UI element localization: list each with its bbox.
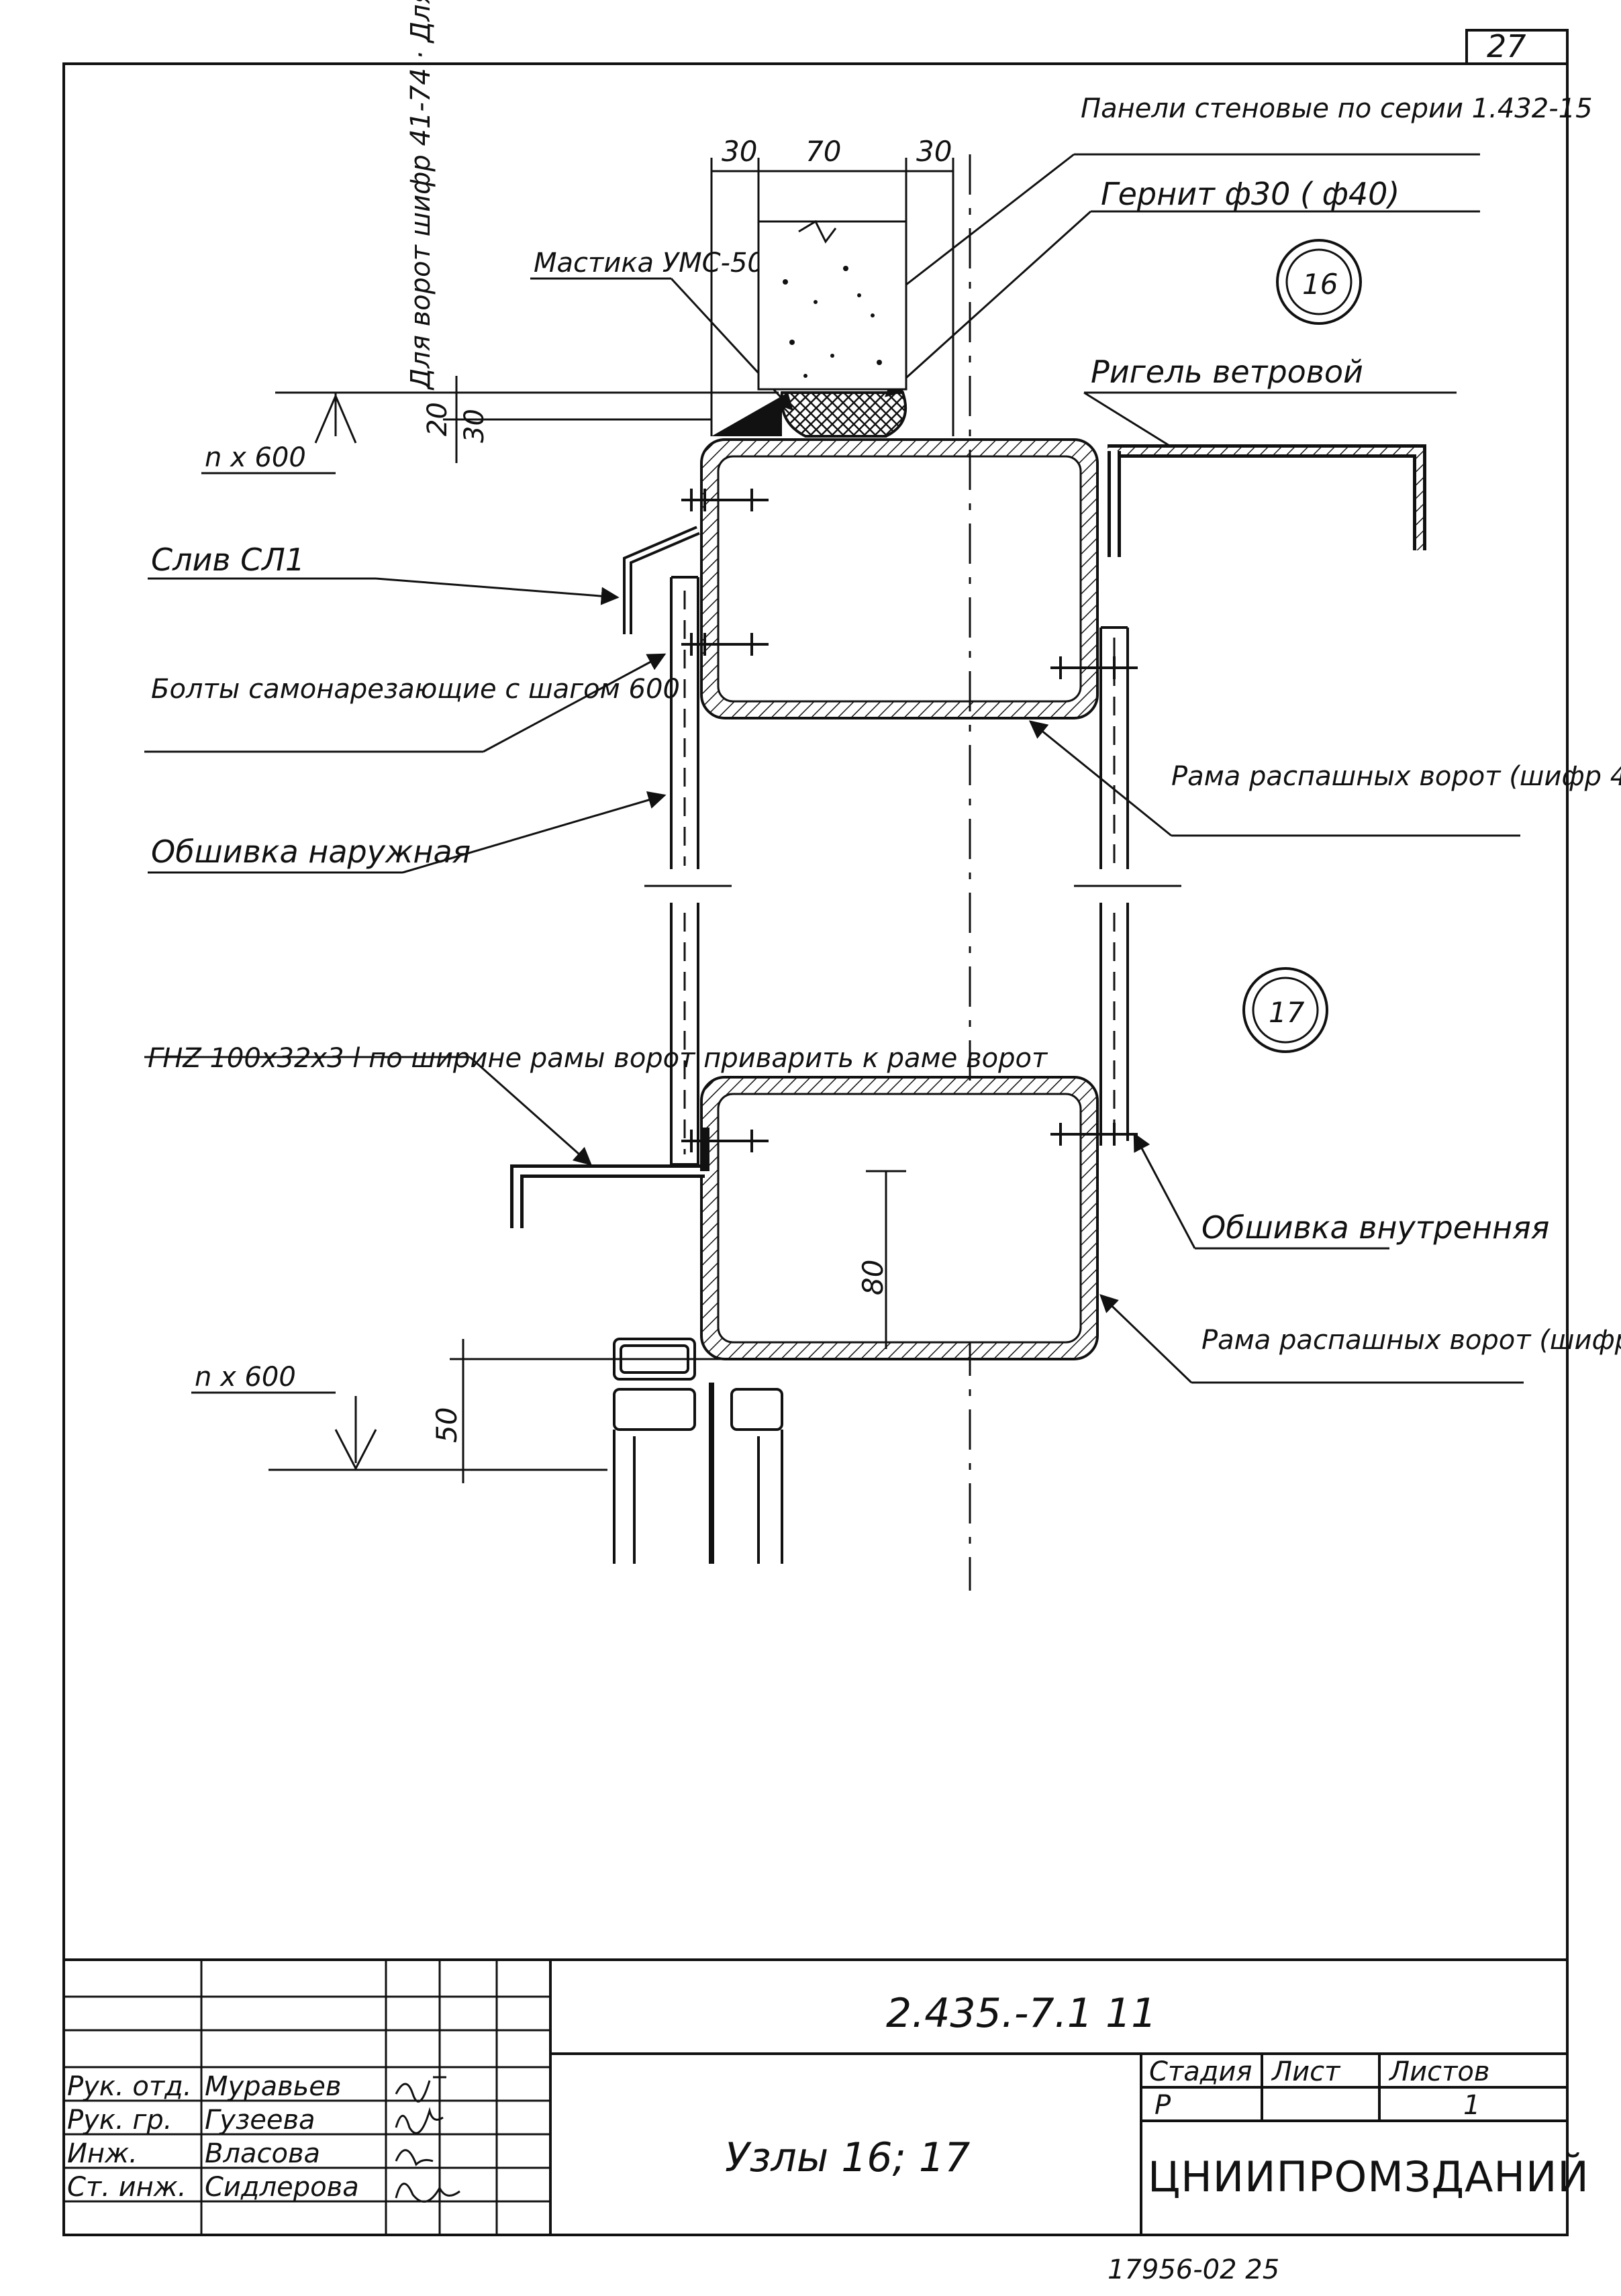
callout-sliv-text: Слив СЛ1 <box>151 542 305 578</box>
sig-role: Рук. гр. <box>67 2105 173 2136</box>
drip-sliv <box>623 526 700 634</box>
page-number: 27 <box>1487 28 1526 64</box>
sig-role: Рук. отд. <box>67 2071 192 2102</box>
dim-50: 50 <box>430 1407 463 1443</box>
dim-20-30 <box>275 376 779 463</box>
level-bottom-text: n х 600 <box>195 1362 296 1393</box>
bolts-bottom <box>681 1123 1138 1152</box>
callout-bolts: Болты самонарезающие с шагом 600 <box>144 653 680 753</box>
handwritten-signatures <box>395 2076 460 2203</box>
callout-gernit: Гернит ф30 ( ф40) <box>884 176 1480 397</box>
sig-role: Ст. инж. <box>67 2172 187 2203</box>
vertical-note: Для ворот шифр 41-74 · Для ворот шифр 25… <box>405 0 436 391</box>
signature-rows: Рук. отд. Муравьев Рук. гр. Гузеева Инж.… <box>67 2071 359 2203</box>
top-frame-tube <box>700 438 1099 719</box>
footer-code: 17956-02 25 <box>1108 2254 1279 2285</box>
callout-gernit-text: Гернит ф30 ( ф40) <box>1101 176 1399 212</box>
gernit-seal <box>711 391 907 438</box>
callout-obshivka-outer: Обшивка наружная <box>148 791 667 874</box>
callout-frame-top-text: Рама распашных ворот (шифр 41-74) и разд… <box>1171 761 1621 792</box>
sig-name: Муравьев <box>205 2071 341 2102</box>
title-block-grid <box>64 1958 1567 2235</box>
sig-role: Инж. <box>67 2138 138 2169</box>
node-marker-16-text: 16 <box>1302 268 1338 301</box>
bolts-top <box>681 489 1138 679</box>
node-marker-17: 17 <box>1242 967 1328 1053</box>
callout-mastika: Мастика УМС-50 <box>530 248 793 411</box>
callout-gnz-text: ГНZ 100х32х3 l по ширине рамы ворот прив… <box>148 1043 1048 1074</box>
dim-30-v: 30 <box>459 409 490 443</box>
col-stage: Стадия <box>1149 2056 1252 2087</box>
sill-profile <box>613 1338 783 1564</box>
node-marker-17-text: 17 <box>1269 996 1305 1029</box>
callout-sliv: Слив СЛ1 <box>148 542 620 605</box>
callout-rigel-text: Ригель ветровой <box>1091 354 1363 390</box>
bottom-frame-tube <box>700 1076 1099 1360</box>
callout-bolts-text: Болты самонарезающие с шагом 600 <box>151 674 680 705</box>
gnz-profile <box>510 1128 709 1228</box>
outer-cladding-bottom <box>670 903 699 1166</box>
dim-30-left: 30 <box>722 135 757 168</box>
sheet-title: Узлы 16; 17 <box>725 2134 970 2181</box>
top-dimension-chain <box>710 158 954 436</box>
doc-number: 2.435.-7.1 11 <box>886 1990 1157 2037</box>
stage-value: Р <box>1155 2090 1171 2121</box>
dim-50-lines <box>450 1339 738 1483</box>
callout-frame-top: Рама распашных ворот (шифр 41-74) и разд… <box>1028 720 1621 837</box>
wall-panel <box>757 219 907 391</box>
sig-name: Гузеева <box>205 2105 315 2136</box>
col-sheet: Лист <box>1271 2056 1341 2087</box>
dim-80: 80 <box>856 1260 889 1295</box>
sig-name: Сидлерова <box>205 2172 359 2203</box>
sig-name: Власова <box>205 2138 320 2169</box>
callout-obshivka-inner: Обшивка внутренняя <box>1133 1132 1549 1250</box>
callout-frame-bottom: Рама распашных ворот (шифр 41-74) <box>1099 1294 1621 1384</box>
callout-frame-bottom-text: Рама распашных ворот (шифр 41-74) <box>1201 1325 1621 1356</box>
callout-gnz: ГНZ 100х32х3 l по ширине рамы ворот прив… <box>144 1043 1048 1166</box>
dim-80-lines <box>866 1170 906 1349</box>
level-marker-top <box>201 393 357 475</box>
level-top-text: n х 600 <box>205 442 306 473</box>
inner-cladding-bottom <box>1099 903 1129 1141</box>
vertical-note-text: Для ворот шифр 41-74 · Для ворот шифр 25… <box>405 0 436 391</box>
organization: ЦНИИПРОМЗДАНИЙ <box>1148 2152 1589 2201</box>
wind-girder <box>1108 444 1426 557</box>
sheet-frame <box>62 29 1569 2236</box>
callout-panels: Панели стеновые по серии 1.432-15 <box>787 93 1593 377</box>
callout-mastika-text: Мастика УМС-50 <box>534 248 765 279</box>
callout-obshivka-inner-text: Обшивка внутренняя <box>1201 1209 1549 1246</box>
callout-panels-text: Панели стеновые по серии 1.432-15 <box>1081 93 1593 124</box>
level-marker-bottom <box>191 1391 450 1471</box>
dim-30-right: 30 <box>916 135 952 168</box>
sheets-value: 1 <box>1463 2090 1480 2121</box>
col-sheets: Листов <box>1388 2056 1489 2087</box>
dim-70: 70 <box>805 135 841 168</box>
dim-20: 20 <box>422 402 453 436</box>
node-marker-16: 16 <box>1276 239 1362 325</box>
outer-cladding-top <box>670 576 699 869</box>
callout-rigel: Ригель ветровой <box>1083 354 1457 454</box>
callout-obshivka-outer-text: Обшивка наружная <box>151 834 471 870</box>
